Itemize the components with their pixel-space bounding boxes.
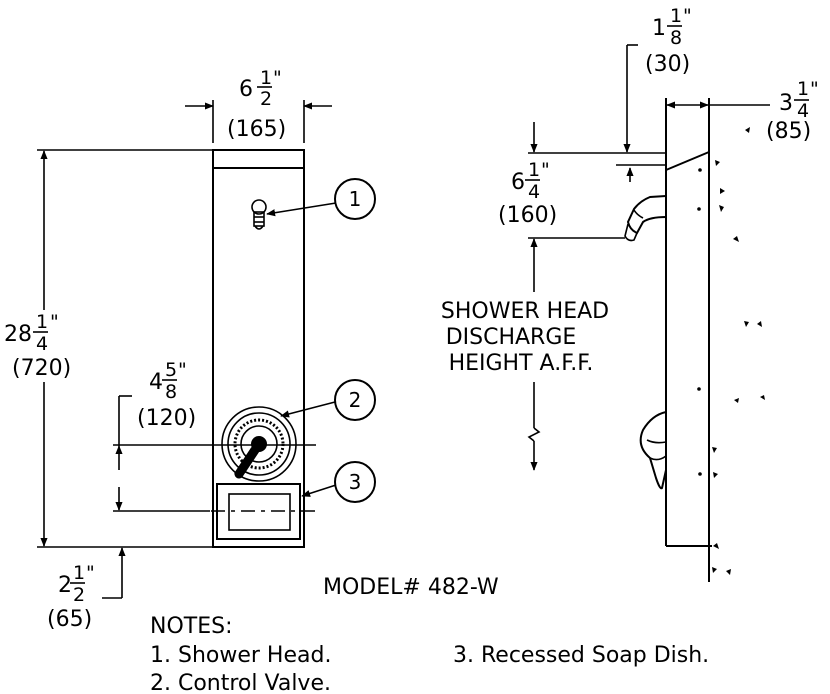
wall-hatch — [697, 127, 765, 575]
side-depth-mark: " — [810, 78, 819, 100]
callout-1-label: 1 — [349, 187, 362, 211]
valve-dish-den: 8 — [165, 381, 177, 403]
model-number: MODEL# 482-W — [323, 575, 499, 600]
bottom-offset-mark: " — [86, 562, 95, 584]
front-height-num: 1 — [36, 311, 48, 333]
valve-dish-whole: 4 — [149, 370, 163, 395]
callout-1: 1 — [266, 178, 376, 220]
front-panel-outline — [212, 149, 305, 548]
top-offset-mark: " — [683, 5, 692, 27]
notes-title: NOTES: — [150, 614, 233, 639]
head-drop-den: 4 — [528, 181, 540, 203]
valve-dish-metric: (120) — [137, 406, 196, 431]
top-offset-den: 8 — [670, 27, 682, 49]
side-view: 1 1 8 " (30) 3 1 4 " (85) 6 1 — [441, 5, 819, 582]
valve-dish-mark: " — [178, 359, 187, 381]
front-height-metric: (720) — [12, 356, 71, 381]
side-depth-metric: (85) — [766, 119, 811, 144]
front-height-whole: 28 — [4, 322, 32, 347]
note-2: 2. Control Valve. — [150, 671, 331, 694]
side-depth-den: 4 — [797, 100, 809, 122]
top-offset-metric: (30) — [645, 52, 690, 77]
head-drop-metric: (160) — [498, 203, 557, 228]
head-drop-dimension: 6 1 4 " (160) — [498, 122, 666, 255]
discharge-label-line2: DISCHARGE — [446, 325, 577, 350]
side-depth-num: 1 — [797, 78, 809, 100]
callout-2: 2 — [280, 379, 376, 421]
head-drop-num: 1 — [528, 159, 540, 181]
discharge-label-line3: HEIGHT A.F.F. — [449, 351, 594, 376]
front-view: 6 1 2 " (165) 28 1 4 " (720) — [4, 67, 376, 632]
discharge-label-line1: SHOWER HEAD — [441, 299, 609, 324]
front-width-whole: 6 — [239, 77, 253, 102]
shower-head-side — [624, 195, 667, 242]
valve-dish-dimension: 4 5 8 " (120) — [113, 359, 316, 512]
bottom-offset-dimension: 2 1 2 " (65) — [47, 547, 126, 632]
front-width-mark: " — [273, 67, 282, 89]
top-offset-dimension: 1 1 8 " (30) — [616, 5, 692, 182]
bottom-offset-den: 2 — [73, 584, 85, 606]
front-width-num: 1 — [260, 67, 272, 89]
callout-3: 3 — [301, 461, 376, 503]
head-drop-mark: " — [541, 159, 550, 181]
front-width-den: 2 — [260, 88, 272, 110]
top-offset-num: 1 — [670, 5, 682, 27]
control-valve — [221, 406, 297, 482]
side-depth-dimension: 3 1 4 " (85) — [666, 78, 819, 144]
note-1: 1. Shower Head. — [150, 643, 331, 668]
front-height-den: 4 — [36, 333, 48, 355]
bottom-offset-metric: (65) — [47, 607, 92, 632]
callout-2-label: 2 — [349, 388, 362, 412]
bottom-offset-whole: 2 — [58, 573, 72, 598]
valve-side — [639, 411, 667, 490]
bottom-offset-num: 1 — [73, 562, 85, 584]
front-width-metric: (165) — [227, 117, 286, 142]
callout-3-label: 3 — [349, 470, 362, 494]
head-drop-whole: 6 — [511, 170, 525, 195]
shower-head-front — [251, 199, 267, 230]
front-height-mark: " — [50, 311, 59, 333]
top-offset-whole: 1 — [652, 16, 666, 41]
soap-dish — [211, 483, 318, 540]
valve-dish-num: 5 — [165, 359, 177, 381]
front-width-dimension: 6 1 2 " (165) — [185, 67, 332, 143]
note-3: 3. Recessed Soap Dish. — [453, 643, 709, 668]
discharge-height-dimension: SHOWER HEAD DISCHARGE HEIGHT A.F.F. — [441, 255, 609, 471]
notes: NOTES: 1. Shower Head. 2. Control Valve.… — [150, 614, 709, 694]
side-depth-whole: 3 — [779, 91, 793, 116]
front-height-dimension: 28 1 4 " (720) — [4, 149, 213, 548]
